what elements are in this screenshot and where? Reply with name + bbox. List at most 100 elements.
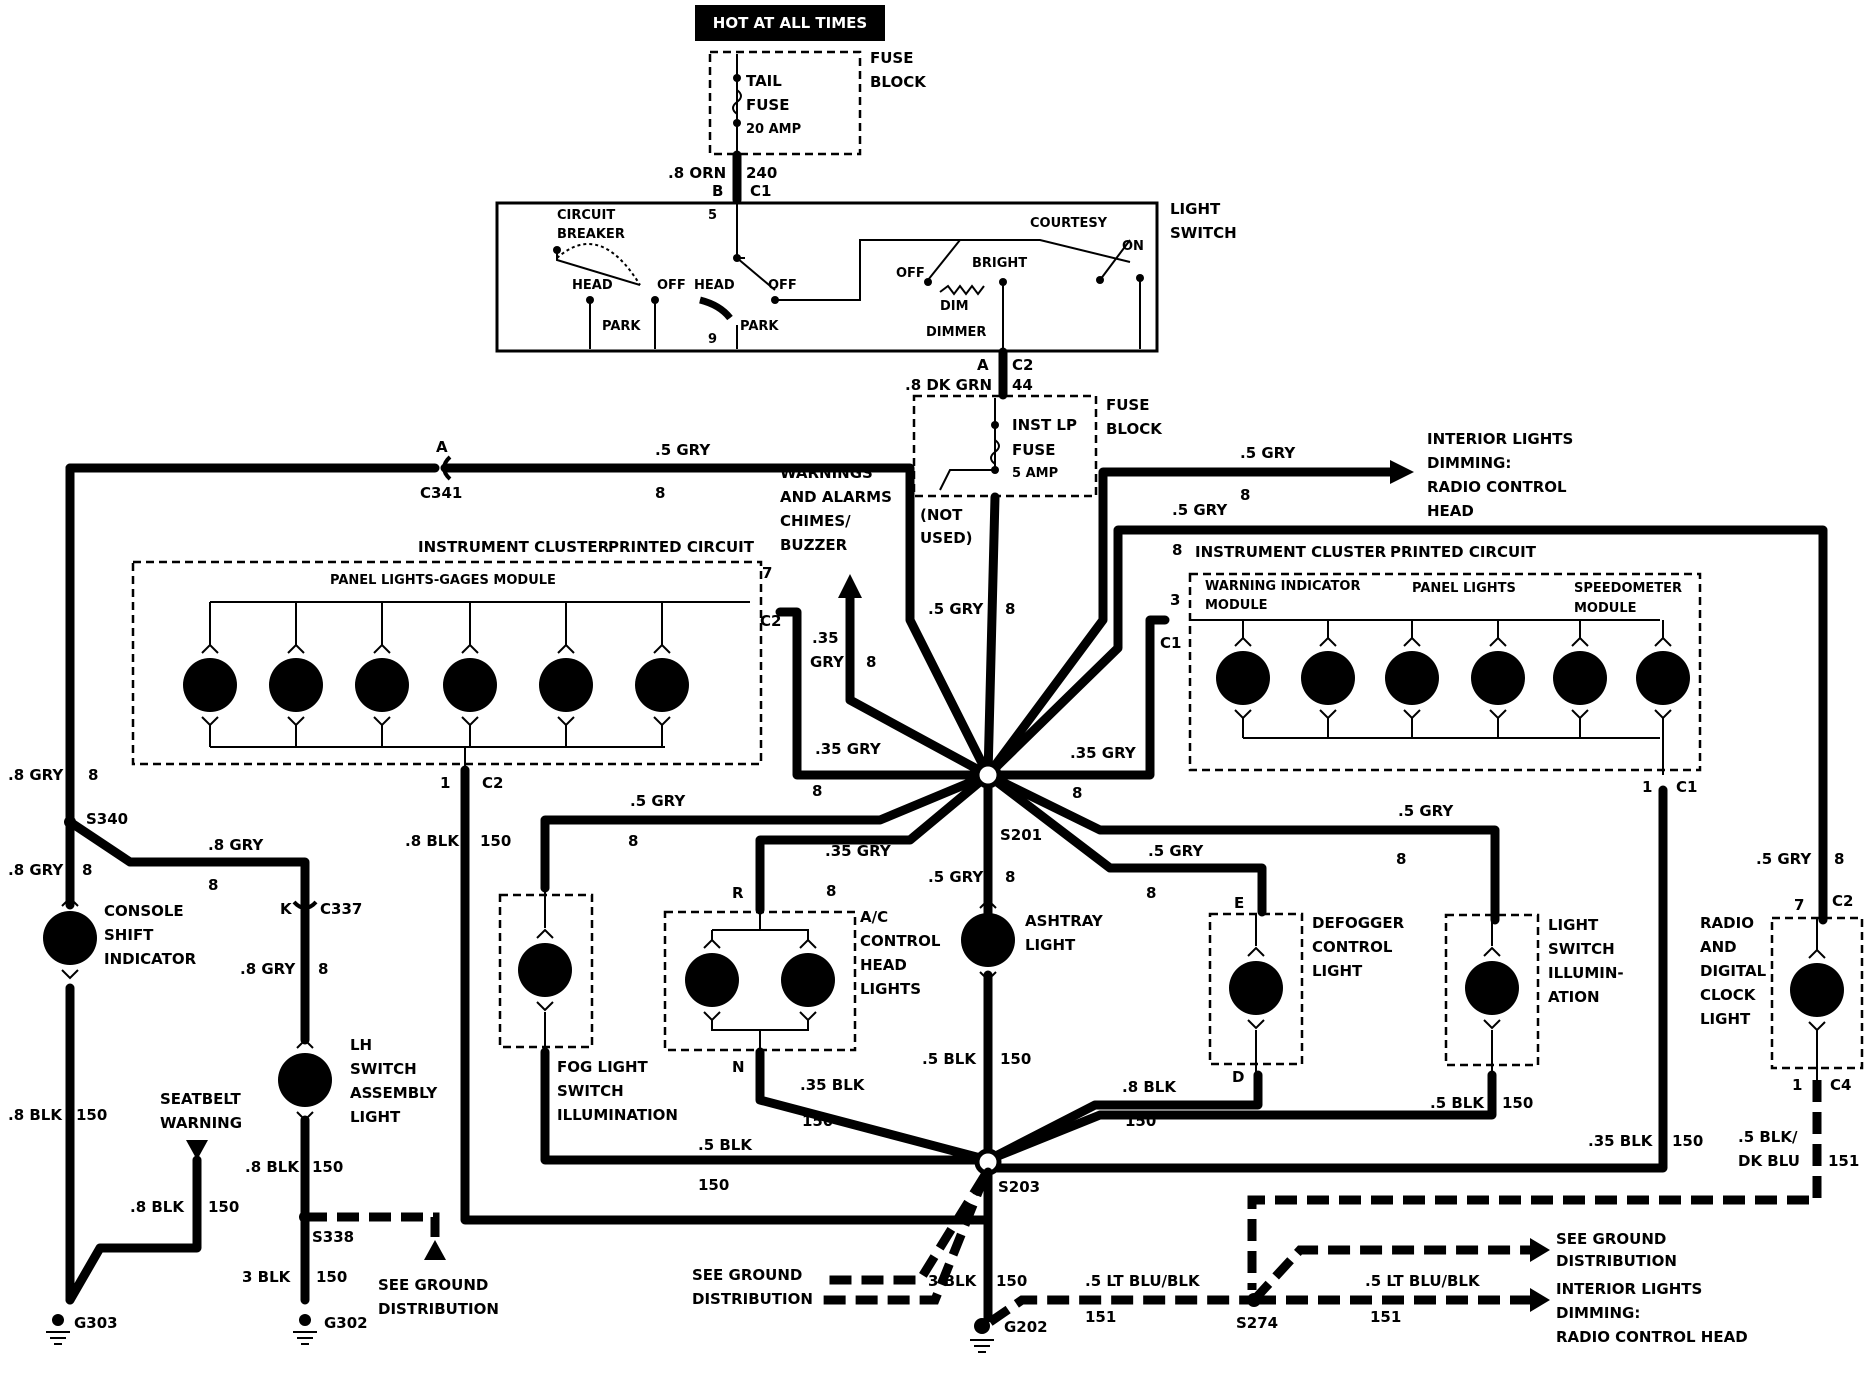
circuit-151-a: 151	[1828, 1152, 1859, 1170]
s340-label: S340	[86, 810, 128, 828]
wire-gry5-radio: .5 GRY	[1756, 850, 1812, 868]
wire-label-gry5-right2: .5 GRY	[1172, 501, 1228, 519]
circuit-8-k: 8	[318, 960, 328, 978]
wire-gry8-left: .8 GRY	[8, 766, 64, 784]
circuit-151-c: 151	[1370, 1308, 1401, 1326]
circuit-8-h: 8	[88, 766, 98, 784]
wire-ltblu-2: .5 LT BLU/BLK	[1365, 1272, 1481, 1290]
orn-wire-size: .8 ORN	[668, 164, 726, 182]
circuit-8-l: 8	[628, 832, 638, 850]
radio-clock-bulb	[1789, 949, 1845, 1031]
warnings-label-3: CHIMES/	[780, 512, 851, 530]
circuit-150-d: 150	[312, 1158, 343, 1176]
wire-label-gry5-center: .5 GRY	[928, 600, 984, 618]
off-label-1: OFF	[657, 278, 686, 293]
light-switch-label-1: LIGHT	[1170, 200, 1221, 218]
console-label-2: SHIFT	[104, 926, 154, 944]
radio-label-2: AND	[1700, 938, 1737, 956]
inst-lp-fuse-2: FUSE	[1012, 441, 1055, 459]
not-used-1: (NOT	[920, 506, 963, 524]
radio-dim-label-4: HEAD	[1427, 502, 1474, 520]
radio-pin1: 1	[1792, 1076, 1802, 1094]
inst-lp-fuse-1: INST LP	[1012, 416, 1077, 434]
radio-dim-label-1: INTERIOR LIGHTS	[1427, 430, 1573, 448]
defogger-bulb	[1228, 947, 1284, 1029]
park-label-2: PARK	[740, 319, 779, 334]
fog-label-3: ILLUMINATION	[557, 1106, 678, 1124]
wire-gry35-c2b: GRY	[810, 653, 845, 671]
def-label-1: DEFOGGER	[1312, 914, 1405, 932]
courtesy-label: COURTESY	[1030, 216, 1108, 231]
light-switch-box	[495, 201, 1159, 353]
switch-out-size: .8 DK GRN	[905, 376, 992, 394]
circuit-8-q: 8	[1834, 850, 1844, 868]
head-label-1: HEAD	[572, 278, 613, 293]
s203-label: S203	[998, 1178, 1040, 1196]
radio-label-3: DIGITAL	[1700, 962, 1767, 980]
g303-label: G303	[74, 1314, 118, 1332]
c341-label: C341	[420, 484, 462, 502]
wire-blk5-ls: .5 BLK	[1430, 1094, 1485, 1112]
radio-dim-wire	[1247, 1080, 1822, 1290]
wire-gry8-c337b: .8 GRY	[240, 960, 296, 978]
radio-label-5: LIGHT	[1700, 1010, 1751, 1028]
ic-left-box	[131, 560, 763, 766]
ic-left-module: PANEL LIGHTS-GAGES MODULE	[330, 573, 556, 588]
warnings-label-2: AND ALARMS	[780, 488, 892, 506]
circuit-150-g: 150	[802, 1112, 833, 1130]
lh-switch-wire	[65, 817, 310, 1305]
ground-g303	[46, 1314, 70, 1345]
wire-blk3-g202: 3 BLK	[928, 1272, 978, 1290]
tail-fuse-label-1: TAIL	[746, 72, 782, 90]
circuit-8-j: 8	[208, 876, 218, 894]
ls-label-4: ATION	[1548, 988, 1600, 1006]
circuit-150-l: 150	[996, 1272, 1027, 1290]
wire-blk5-radio-2: DK BLU	[1738, 1152, 1800, 1170]
fog-label-1: FOG LIGHT	[557, 1058, 649, 1076]
wire-gry5-def: .5 GRY	[1148, 842, 1204, 860]
circuit-8-i: 8	[82, 861, 92, 879]
s274-label: S274	[1236, 1314, 1278, 1332]
fuse-block-2-label-1: FUSE	[1106, 396, 1149, 414]
ic-left-title-2: PRINTED CIRCUIT	[608, 538, 755, 556]
wire-blk5-radio-1: .5 BLK/	[1738, 1128, 1798, 1146]
ground-g202	[970, 1318, 994, 1353]
switch-pin-9: 9	[708, 332, 717, 347]
radio-dim-label-2: DIMMING:	[1427, 454, 1511, 472]
circuit-8-g: 8	[1072, 784, 1082, 802]
fuse-block-2-label-2: BLOCK	[1106, 420, 1163, 438]
fog-label-2: SWITCH	[557, 1082, 624, 1100]
dim-label: DIM	[940, 299, 969, 314]
ic-left-c2b: C2	[482, 774, 503, 792]
light-switch-label-2: SWITCH	[1170, 224, 1237, 242]
off-label-3: OFF	[896, 266, 925, 281]
ls-label-1: LIGHT	[1548, 916, 1599, 934]
wire-gry35-left: .35 GRY	[815, 740, 882, 758]
ic-right-m3b: MODULE	[1574, 601, 1637, 616]
ashtray-label-1: ASHTRAY	[1025, 912, 1104, 930]
ground-g302	[293, 1314, 317, 1345]
tail-fuse-label-2: FUSE	[746, 96, 789, 114]
switch-out-connector: C2	[1012, 356, 1033, 374]
ltblu-wire-1	[987, 1295, 1252, 1326]
radio-pin7: 7	[1794, 896, 1804, 914]
cluster-right-ground	[983, 785, 1668, 1173]
radio-label-1: RADIO	[1700, 914, 1754, 932]
fuse-block-1-label-1: FUSE	[870, 49, 913, 67]
gnd-b-wire-2	[820, 1173, 990, 1305]
switch-pin-5: 5	[708, 208, 717, 223]
circuit-breaker-label-1: CIRCUIT	[557, 208, 615, 223]
gnd-b-label-2: DISTRIBUTION	[692, 1290, 813, 1308]
bright-label: BRIGHT	[972, 256, 1027, 271]
ls-ground-wire	[983, 1070, 1497, 1165]
ic-right-bulbs	[1190, 619, 1691, 739]
dim2-label-2: DIMMING:	[1556, 1304, 1640, 1322]
not-used-2: USED)	[920, 529, 973, 547]
wire-gry35-right: .35 GRY	[1070, 744, 1137, 762]
wire-blk8-seat: .8 BLK	[130, 1198, 185, 1216]
g202-label: G202	[1004, 1318, 1048, 1336]
ic-left-bulbs	[182, 601, 750, 748]
wire-gry8-c337: .8 GRY	[208, 836, 264, 854]
circuit-8-m: 8	[826, 882, 836, 900]
wire-blk5-fog: .5 BLK	[698, 1136, 753, 1154]
